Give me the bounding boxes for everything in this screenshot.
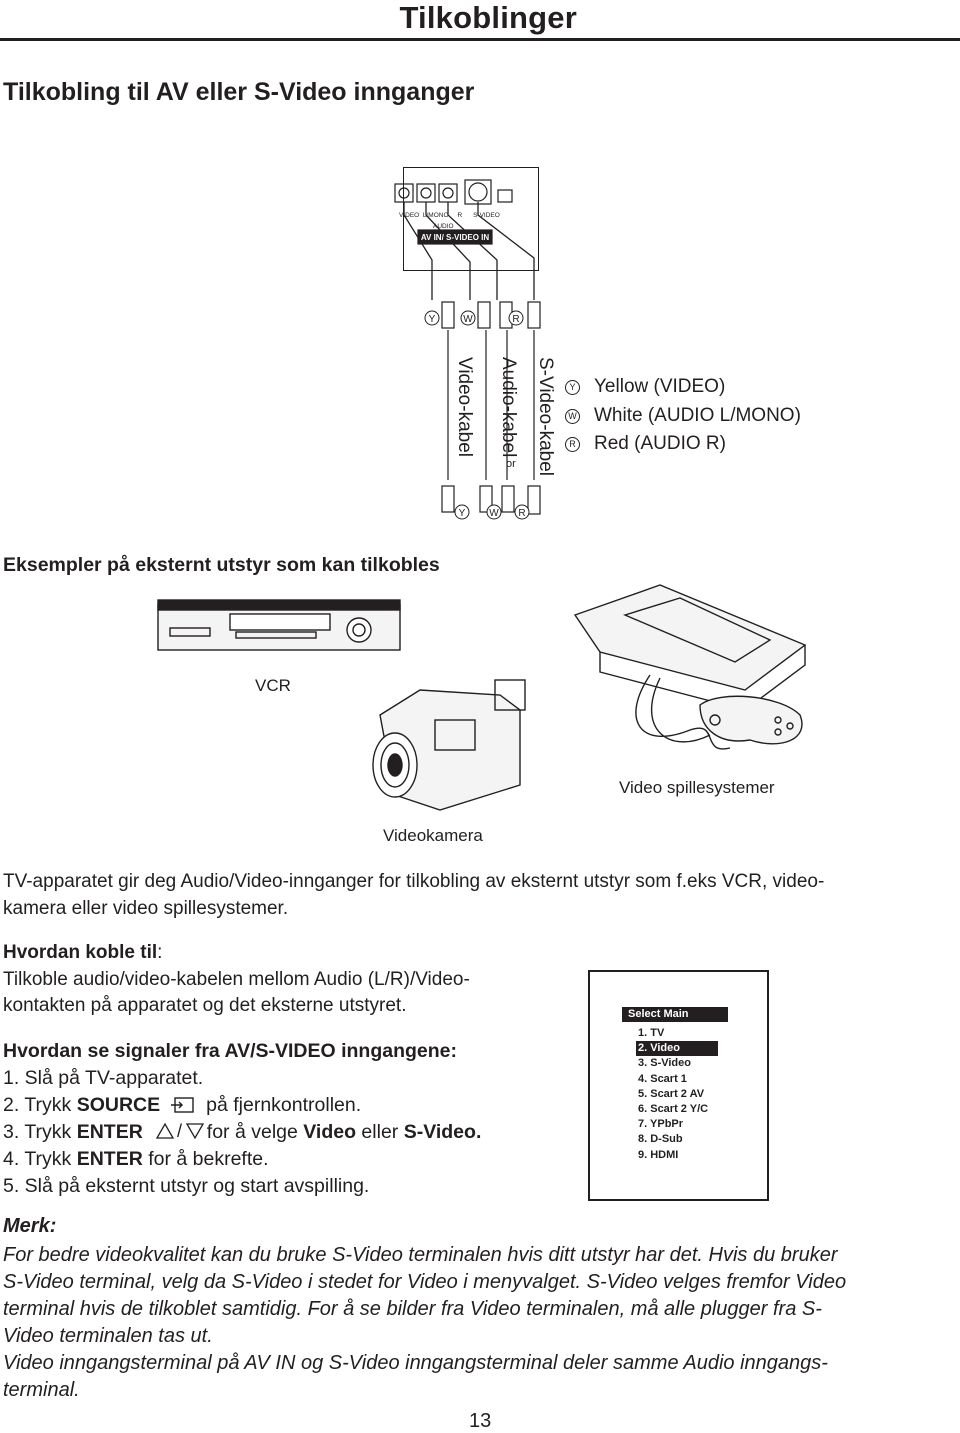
- video-cable-label: Video-kabel: [454, 357, 475, 458]
- examples-title: Eksempler på eksternt utstyr som kan til…: [3, 554, 440, 576]
- red-code-icon: R: [565, 437, 580, 452]
- audio-cable-label: Audio-kabel: [498, 357, 519, 458]
- vcr-icon: [157, 599, 401, 651]
- or-label: or: [506, 458, 516, 470]
- white-plug-icon: [477, 301, 491, 329]
- audio-label: AUDIO: [433, 223, 454, 230]
- step-3: 3. Trykk ENTER/for å velge Video eller S…: [3, 1121, 482, 1144]
- svg-text:Y: Y: [459, 508, 466, 519]
- svg-text:R: R: [518, 508, 525, 519]
- svideo-cable-label: S-Video-kabel: [535, 357, 556, 477]
- connect-line-2: kontakten på apparatet og det eksterne u…: [3, 995, 407, 1016]
- svg-text:W: W: [489, 508, 499, 519]
- connect-heading: Hvordan koble til:: [3, 942, 163, 963]
- step-1: 1. Slå på TV-apparatet.: [3, 1067, 204, 1089]
- section-title: Tilkobling til AV eller S-Video inngange…: [3, 78, 475, 106]
- step-4: 4. Trykk ENTER for å bekrefte.: [3, 1148, 269, 1170]
- note-line-5: Video inngangsterminal på AV IN og S-Vid…: [3, 1352, 828, 1374]
- svg-text:W: W: [463, 314, 473, 325]
- note-line-6: terminal.: [3, 1379, 80, 1401]
- intro-line-2: kamera eller video spillesystemer.: [3, 898, 289, 919]
- source-menu-item: 6. Scart 2 Y/C: [638, 1103, 709, 1116]
- note-line-1: For bedre videokvalitet kan du bruke S-V…: [3, 1244, 838, 1266]
- source-button-icon: [160, 1094, 206, 1117]
- note-line-4: Video terminalen tas ut.: [3, 1325, 213, 1347]
- vcr-caption: VCR: [255, 676, 291, 695]
- panel-jack-labels: VIDEO L/MONO R S-VIDEO: [399, 212, 500, 219]
- page-title: Tilkoblinger: [399, 0, 577, 35]
- game-caption: Video spillesystemer: [619, 778, 775, 797]
- title-rule: [0, 38, 960, 41]
- yellow-plug-icon: [441, 301, 455, 329]
- svg-text:/: /: [177, 1121, 182, 1141]
- note-line-3: terminal hvis de tilkoblet samtidig. For…: [3, 1298, 822, 1320]
- svideo-plug-icon: [527, 301, 541, 329]
- svg-text:R: R: [512, 314, 519, 325]
- source-menu-item: 7. YPbPr: [638, 1118, 684, 1131]
- source-menu-item: 1. TV: [638, 1027, 665, 1039]
- svg-text:Y: Y: [429, 314, 436, 325]
- source-menu-item-selected: 2. Video: [636, 1041, 718, 1057]
- video-jack-icon: [394, 183, 414, 203]
- av-input-panel: [403, 167, 539, 271]
- source-menu-item: 8. D-Sub: [638, 1133, 683, 1146]
- source-menu-item: 5. Scart 2 AV: [638, 1087, 705, 1100]
- step-5: 5. Slå på eksternt utstyr og start avspi…: [3, 1175, 370, 1197]
- source-menu-list: 1. TV 2. Video 3. S-Video 4. Scart 1 5. …: [636, 1026, 718, 1163]
- connect-line-1: Tilkoble audio/video-kabelen mellom Audi…: [3, 969, 470, 990]
- up-down-arrows-icon: /: [143, 1121, 207, 1144]
- page-number: 13: [469, 1410, 492, 1432]
- source-menu-title: Select Main Source: [622, 1007, 728, 1035]
- camcorder-icon: [372, 679, 526, 811]
- av-in-label: AV IN/ S-VIDEO IN: [420, 233, 490, 242]
- source-menu-item: 3. S-Video: [638, 1057, 691, 1070]
- equipment-illustrations: [157, 584, 807, 811]
- note-line-2: S-Video terminal, velg da S-Video i sted…: [3, 1271, 847, 1293]
- yellow-code-icon: Y: [565, 380, 580, 395]
- audio-r-jack-icon: [438, 183, 458, 203]
- source-menu-illustration: Select Main Source 1. TV 2. Video 3. S-V…: [588, 970, 769, 1201]
- signals-heading: Hvordan se signaler fra AV/S-VIDEO innga…: [3, 1040, 458, 1062]
- intro-line-1: TV-apparatet gir deg Audio/Video-inngang…: [3, 871, 825, 892]
- camcorder-caption: Videokamera: [383, 826, 483, 845]
- audio-l-jack-icon: [416, 183, 436, 203]
- note-label: Merk:: [3, 1215, 57, 1237]
- source-menu-item: 9. HDMI: [638, 1148, 679, 1161]
- connection-diagram: Y W R Y W R: [394, 179, 541, 520]
- game-console-icon: [573, 584, 807, 750]
- white-code-icon: W: [565, 409, 580, 424]
- source-menu-item: 4. Scart 1: [638, 1072, 687, 1085]
